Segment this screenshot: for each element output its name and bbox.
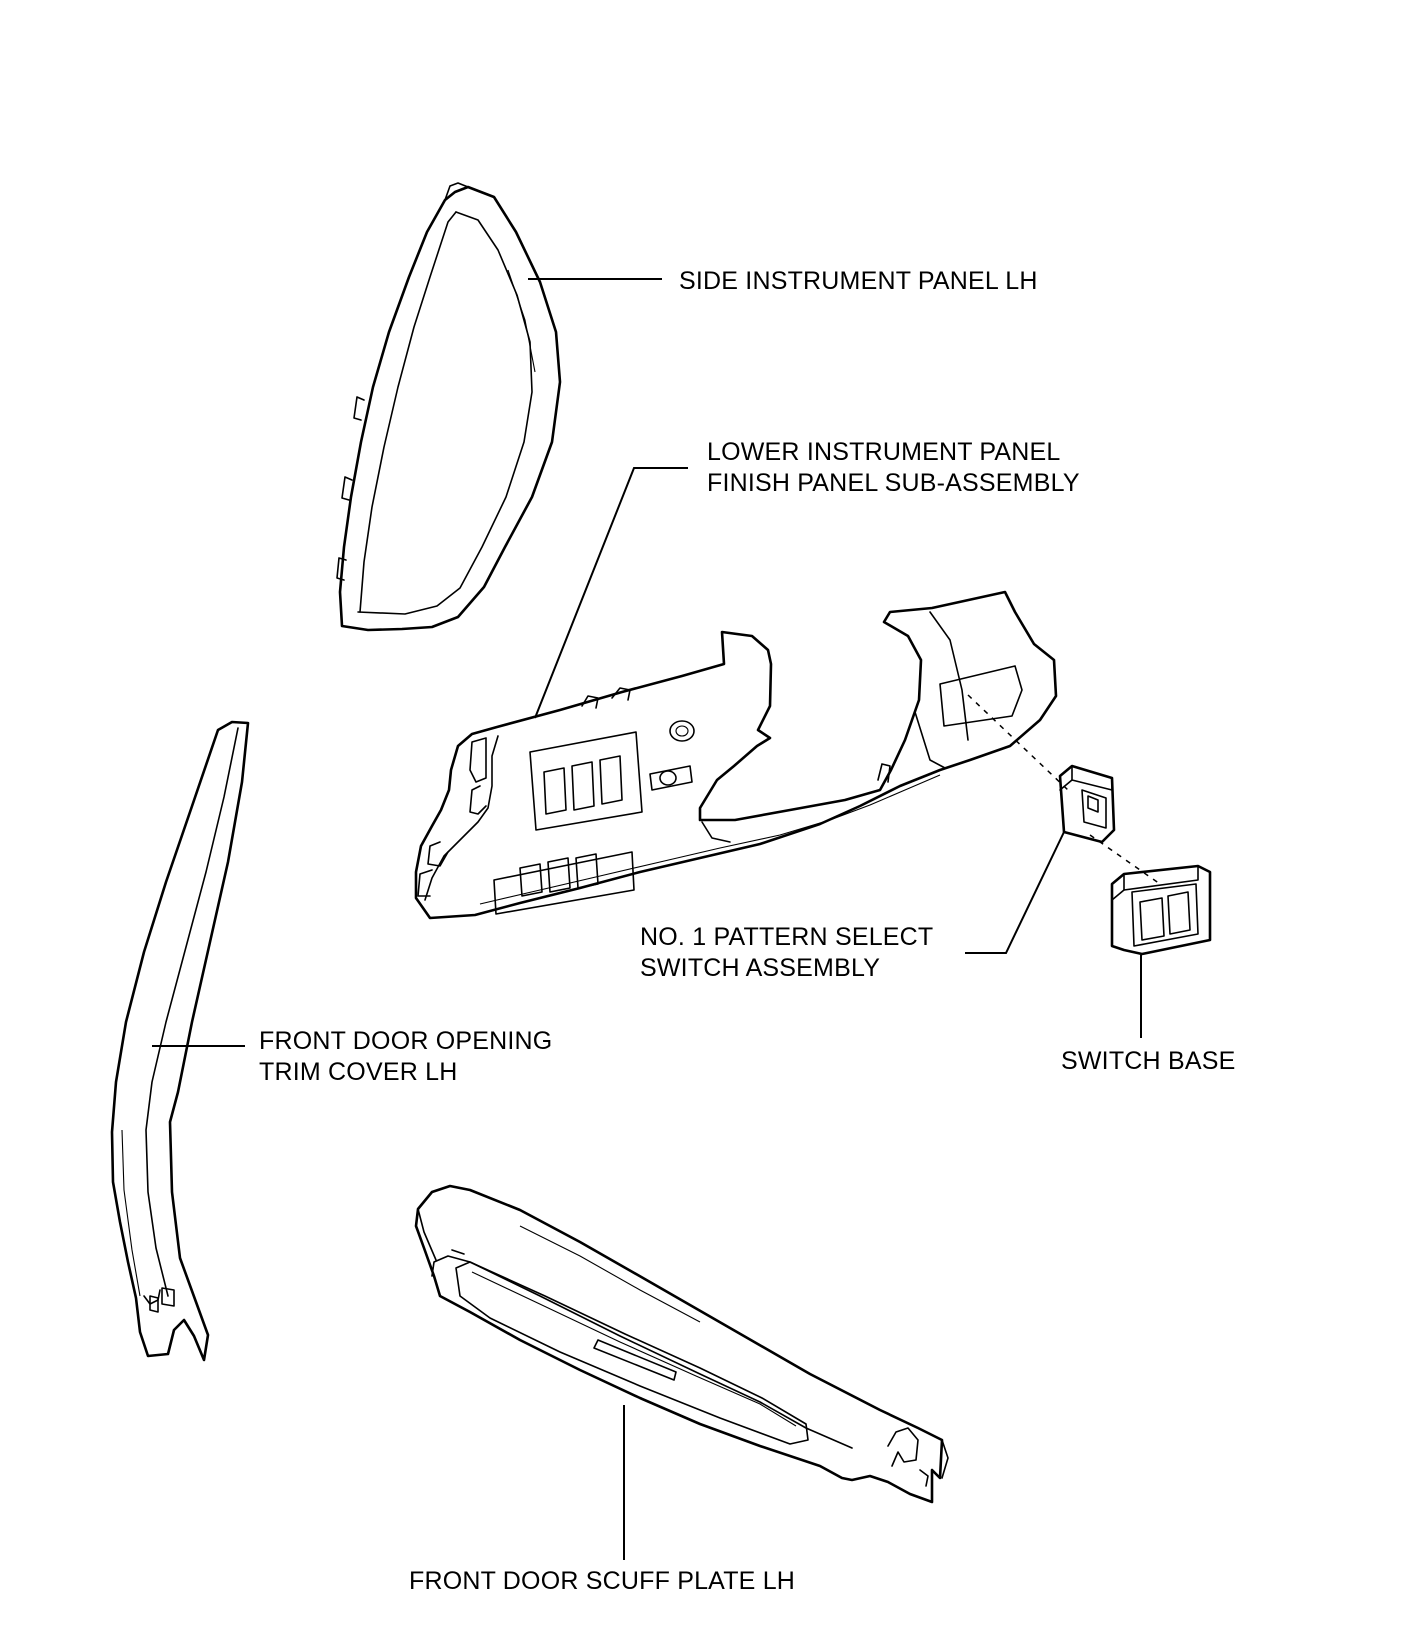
leader-lower-panel (534, 467, 688, 719)
label-pattern-switch-line1: NO. 1 PATTERN SELECT (640, 923, 934, 951)
label-scuff-plate-text: FRONT DOOR SCUFF PLATE LH (409, 1567, 796, 1595)
side-instrument-panel-lh-drawing (336, 182, 562, 632)
label-pattern-switch-line2: SWITCH ASSEMBLY (640, 954, 881, 982)
label-switch-base: SWITCH BASE (1061, 1046, 1235, 1077)
lower-instrument-panel-finish-panel-drawing (414, 590, 1058, 920)
front-door-opening-trim-cover-lh-drawing (110, 720, 250, 1362)
label-lower-panel-line1: LOWER INSTRUMENT PANEL (707, 438, 1061, 466)
label-front-door-scuff-plate: FRONT DOOR SCUFF PLATE LH (409, 1566, 795, 1597)
label-front-door-opening-trim: FRONT DOOR OPENING TRIM COVER LH (259, 1026, 552, 1088)
label-switch-base-text: SWITCH BASE (1061, 1047, 1236, 1075)
label-lower-panel-line2: FINISH PANEL SUB-ASSEMBLY (707, 469, 1080, 497)
label-lower-instrument-panel: LOWER INSTRUMENT PANEL FINISH PANEL SUB-… (707, 437, 1080, 499)
leader-pattern-switch (965, 831, 1065, 954)
front-door-scuff-plate-lh-drawing (414, 1184, 949, 1504)
label-door-trim-line1: FRONT DOOR OPENING (259, 1027, 553, 1055)
switch-base-drawing (1110, 864, 1212, 956)
label-side-panel-text: SIDE INSTRUMENT PANEL LH (679, 267, 1038, 295)
label-pattern-select-switch: NO. 1 PATTERN SELECT SWITCH ASSEMBLY (640, 922, 933, 984)
label-door-trim-line2: TRIM COVER LH (259, 1058, 458, 1086)
assembly-dashed-lines (967, 694, 1161, 885)
leader-lines (152, 278, 1142, 1560)
label-side-instrument-panel: SIDE INSTRUMENT PANEL LH (679, 266, 1038, 297)
pattern-select-switch-assembly-drawing (1058, 764, 1116, 844)
